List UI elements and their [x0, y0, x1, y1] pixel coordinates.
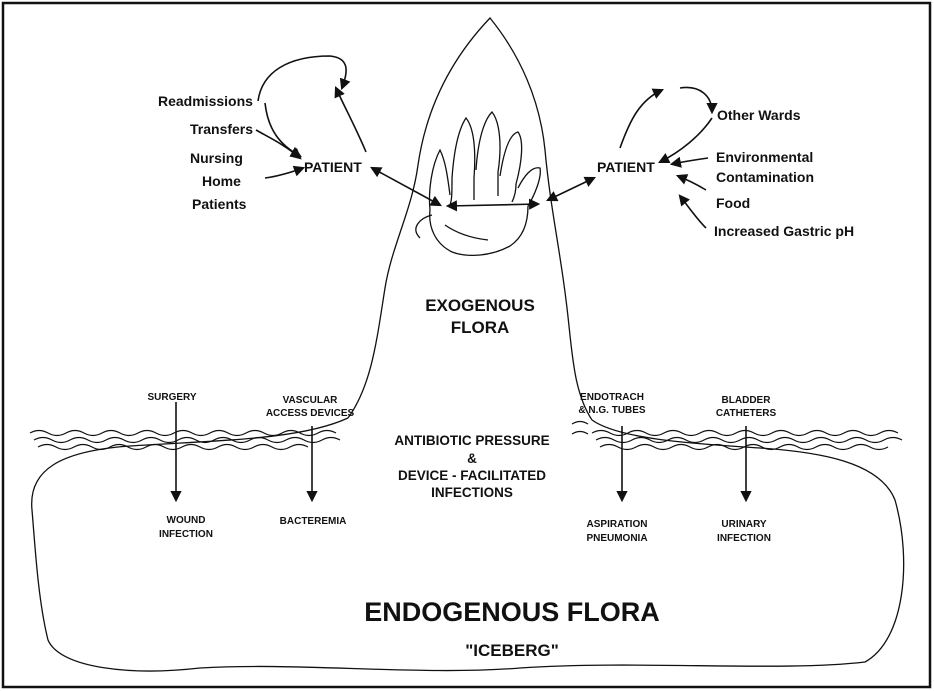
urinary-label-line1: URINARY [721, 519, 767, 530]
urinary-label-line2: INFECTION [717, 533, 771, 544]
right-flow-arrows [448, 88, 712, 228]
endotrach-label-line2: & N.G. TUBES [578, 405, 646, 416]
other-wards-label: Other Wards [717, 107, 801, 123]
environmental-label-line1: Environmental [716, 149, 813, 165]
pressure-label-line4: INFECTIONS [431, 485, 513, 500]
aspiration-label-line1: ASPIRATION [587, 519, 648, 530]
pressure-label-line2: & [467, 451, 477, 466]
vascular-label-line1: VASCULAR [283, 395, 339, 406]
vascular-label-line2: ACCESS DEVICES [266, 408, 355, 419]
bladder-label-line1: BLADDER [722, 395, 772, 406]
right-patient-label: PATIENT [597, 159, 655, 175]
endotrach-label-line1: ENDOTRACH [580, 392, 644, 403]
readmissions-label: Readmissions [158, 93, 253, 109]
endogenous-title: ENDOGENOUS FLORA [364, 597, 660, 627]
bladder-label-line2: CATHETERS [716, 408, 777, 419]
environmental-label-line2: Contamination [716, 169, 814, 185]
left-patient-label: PATIENT [304, 159, 362, 175]
gastric-label: Increased Gastric pH [714, 223, 854, 239]
pressure-label-line3: DEVICE - FACILITATED [398, 468, 546, 483]
nursing-label-line1: Nursing [190, 150, 243, 166]
nursing-label-line3: Patients [192, 196, 247, 212]
exogenous-label-line2: FLORA [451, 318, 510, 337]
pressure-label-line1: ANTIBIOTIC PRESSURE [394, 433, 549, 448]
nursing-label-line2: Home [202, 173, 241, 189]
surgery-label: SURGERY [147, 392, 196, 403]
wound-label-line2: INFECTION [159, 529, 213, 540]
hand-illustration [416, 112, 540, 255]
bacteremia-label: BACTEREMIA [280, 516, 347, 527]
aspiration-label-line2: PNEUMONIA [586, 533, 647, 544]
transfers-label: Transfers [190, 121, 253, 137]
frame-border [3, 3, 930, 687]
wound-label-line1: WOUND [167, 515, 206, 526]
iceberg-tip-outline [348, 18, 592, 420]
iceberg-subtitle: "ICEBERG" [465, 641, 559, 660]
left-flow-arrows [256, 56, 440, 205]
food-label: Food [716, 195, 750, 211]
exogenous-label-line1: EXOGENOUS [425, 296, 535, 315]
